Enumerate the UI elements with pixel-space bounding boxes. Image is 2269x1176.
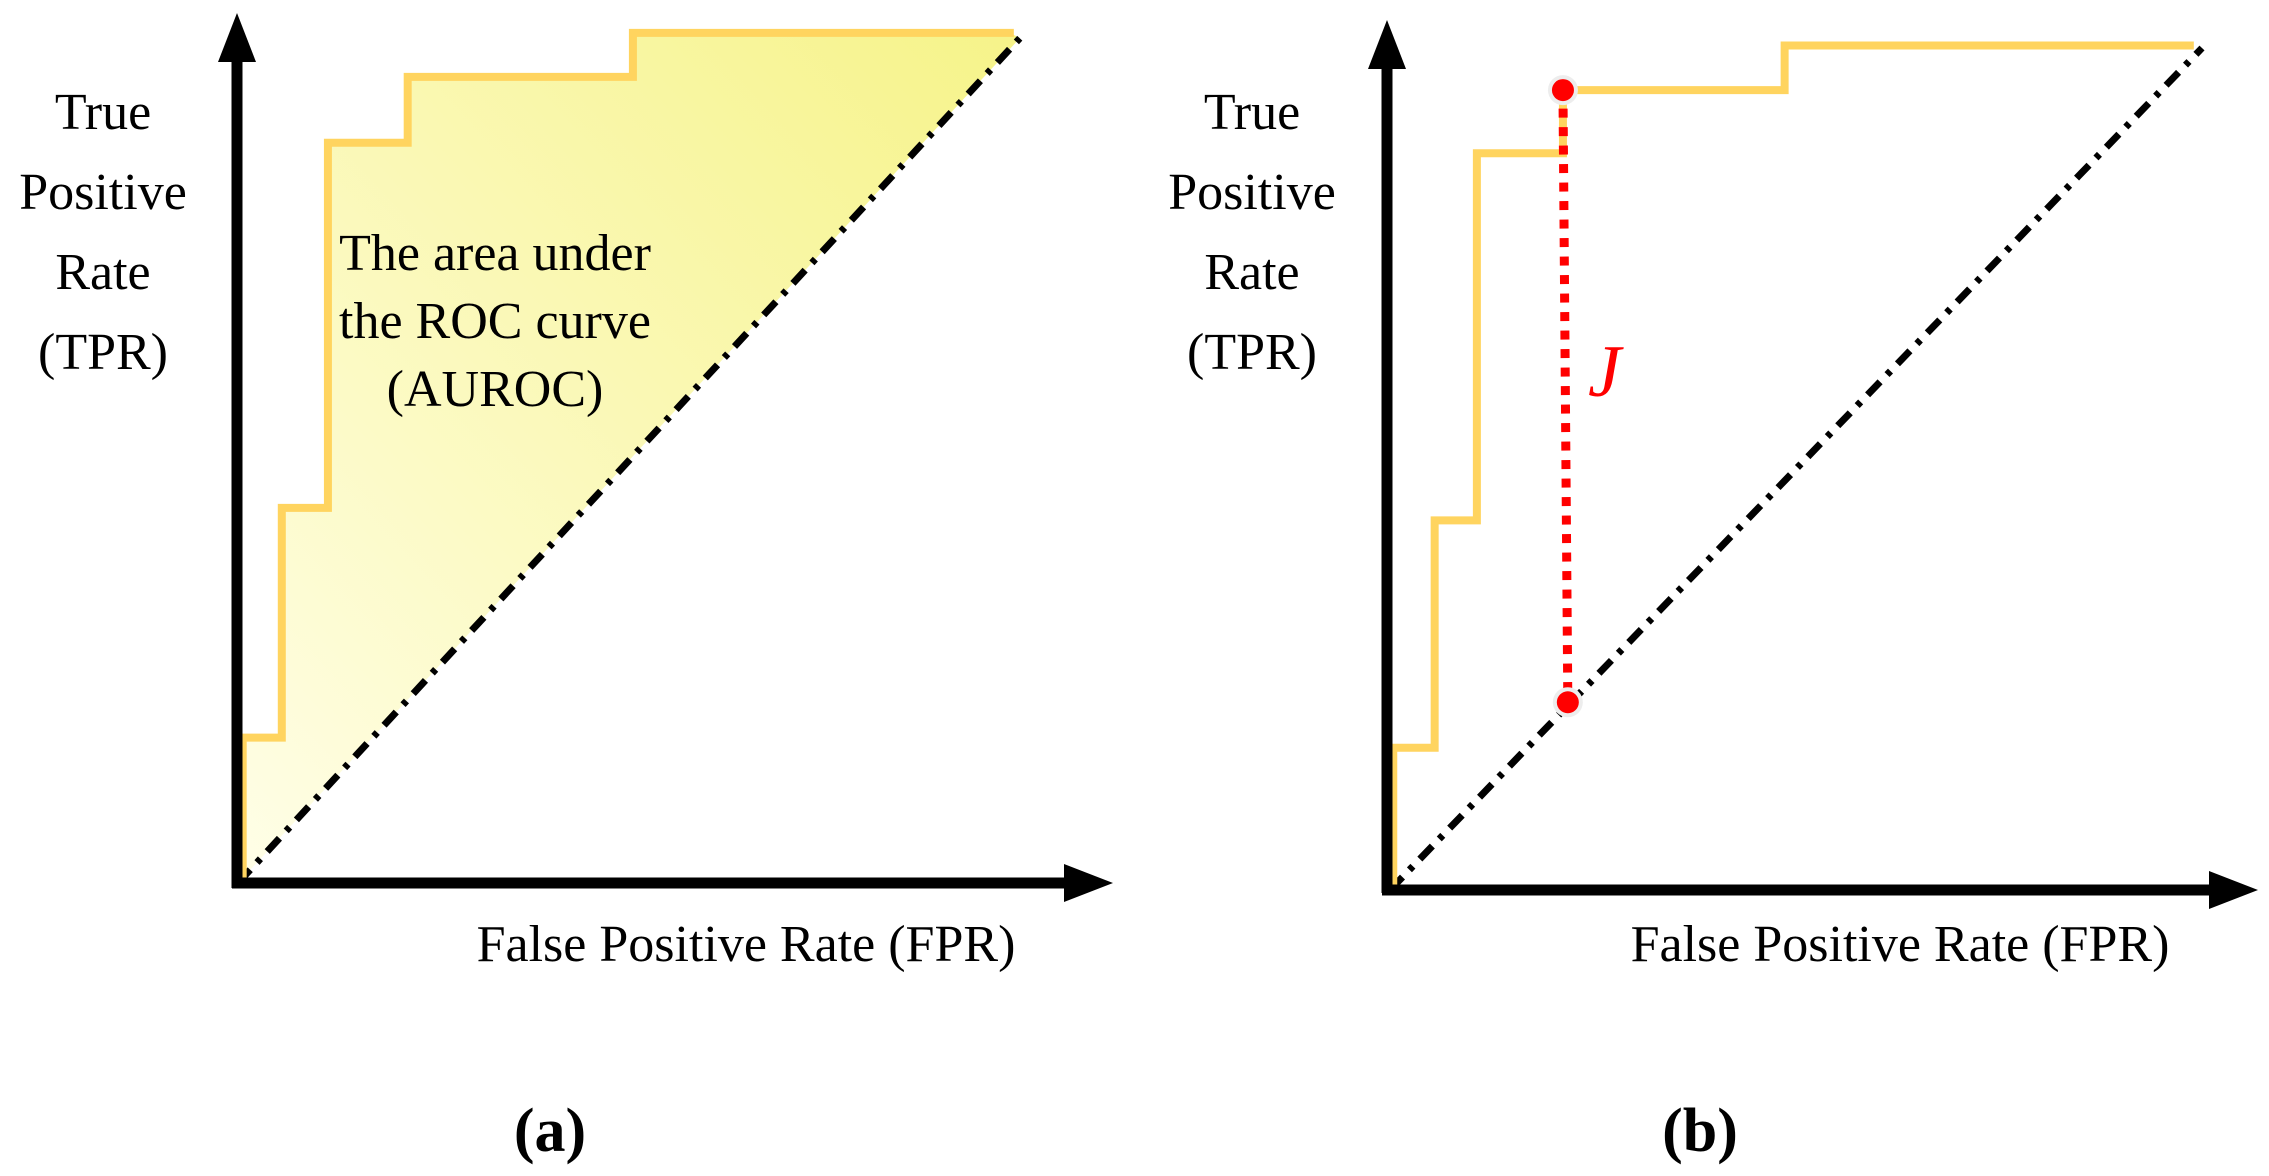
auroc-annotation-line2: the ROC curve (339, 293, 651, 350)
auroc-annotation: The area under the ROC curve (AUROC) (220, 220, 770, 424)
youden-index-label: J (1588, 331, 1621, 413)
x-axis-label-a: False Positive Rate (FPR) (476, 916, 1016, 973)
chance-diagonal-line-a (235, 35, 1023, 886)
y-axis-label-b: True Positive Rate (TPR) (1149, 73, 1355, 393)
y-axis-label-b-line1: True (1203, 84, 1301, 141)
x-axis-label-b: False Positive Rate (FPR) (1630, 916, 2170, 973)
chance-diagonal-line-b (1387, 45, 2205, 893)
y-axis-label-a-line4: (TPR) (38, 324, 168, 381)
y-axis-label-a-line3: Rate (55, 244, 151, 301)
youden-index-dotted-line (1558, 90, 1573, 703)
roc-curve-b (1389, 41, 2194, 893)
youden-bottom-dot (1556, 691, 1579, 714)
x-axis-arrow-a (1064, 864, 1113, 902)
auroc-annotation-line3: (AUROC) (386, 361, 604, 418)
panel-b-caption: (b) (1662, 1097, 1738, 1165)
youden-top-dot (1551, 79, 1574, 102)
y-axis-label-b-line4: (TPR) (1187, 324, 1317, 381)
y-axis-label-b-line2: Positive (1168, 164, 1336, 221)
x-axis-arrow-b (2209, 871, 2258, 909)
y-axis-label-b-line3: Rate (1204, 244, 1300, 301)
y-axis-label-a: True Positive Rate (TPR) (0, 73, 206, 393)
y-axis-arrow-a (218, 13, 256, 62)
auroc-annotation-line1: The area under (339, 225, 651, 282)
y-axis-label-a-line1: True (54, 84, 152, 141)
y-axis-arrow-b (1368, 20, 1406, 69)
roc-curve-a (238, 28, 1014, 887)
y-axis-label-a-line2: Positive (19, 164, 187, 221)
panel-a-caption: (a) (513, 1097, 587, 1165)
